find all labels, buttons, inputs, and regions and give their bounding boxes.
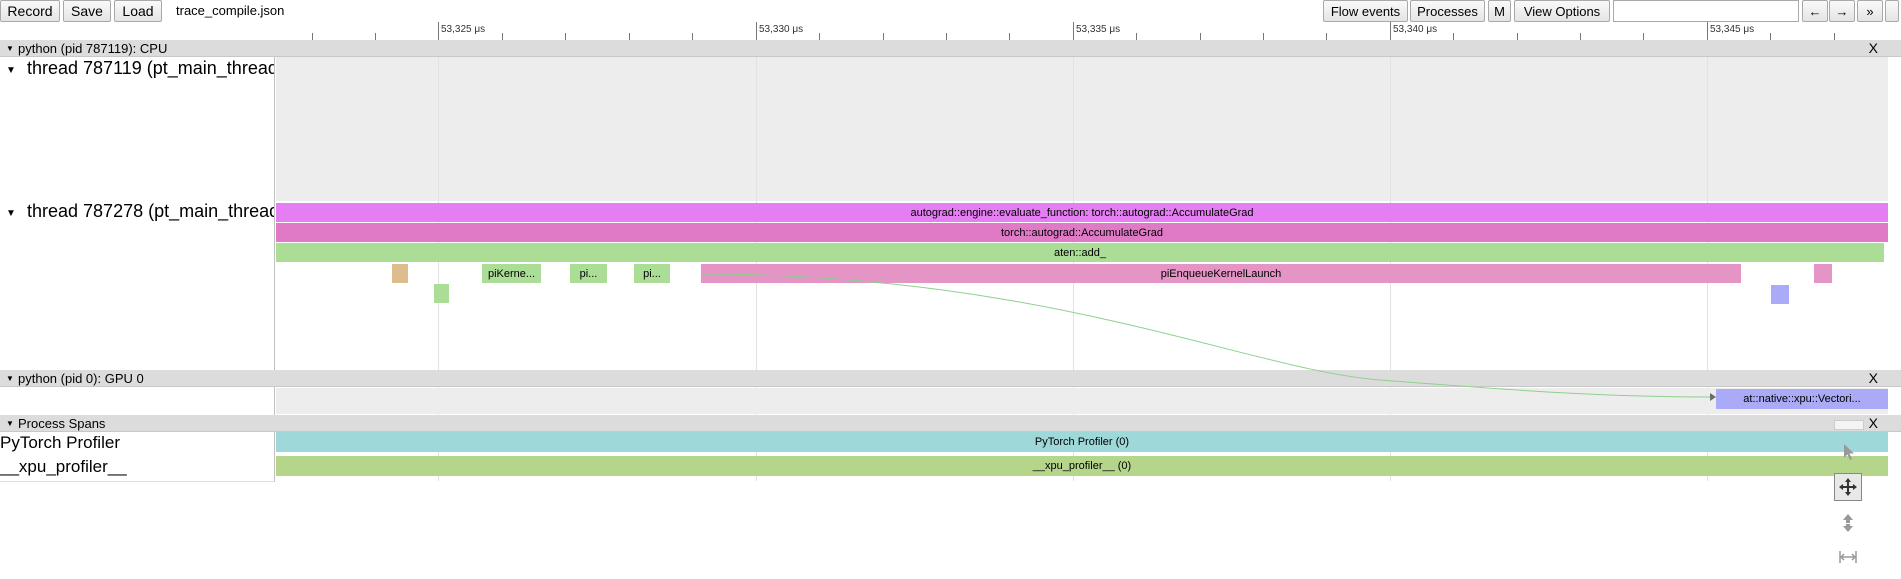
ruler-tick xyxy=(1073,22,1074,40)
ruler-tick xyxy=(1136,33,1137,40)
ruler-label: 53,340 μs xyxy=(1393,24,1438,35)
slice-evaluate-function[interactable]: autograd::engine::evaluate_function: tor… xyxy=(276,203,1888,222)
process-label: python (pid 787119): CPU xyxy=(18,41,168,56)
slice-accumulate-grad[interactable]: torch::autograd::AccumulateGrad xyxy=(276,223,1888,242)
search-input[interactable] xyxy=(1613,0,1799,22)
ruler-tick xyxy=(756,22,757,40)
slice-small[interactable] xyxy=(392,264,408,283)
selection-tool-button[interactable] xyxy=(1834,438,1862,466)
slice-pi[interactable]: pi... xyxy=(634,264,670,283)
process-header-gpu[interactable]: ▼ python (pid 0): GPU 0 X xyxy=(0,370,1901,387)
cpu-thread-labels: ▼ thread 787119 (pt_main_thread) ▼ threa… xyxy=(0,57,275,370)
slice-small[interactable] xyxy=(1814,264,1832,283)
ruler-tick xyxy=(692,33,693,40)
slice-gpu-kernel[interactable]: at::native::xpu::Vectori... xyxy=(1716,389,1888,409)
close-process-button[interactable]: X xyxy=(1868,40,1878,56)
ruler-tick xyxy=(1770,33,1771,40)
ruler-tick xyxy=(375,33,376,40)
view-options-button[interactable]: View Options xyxy=(1514,0,1610,22)
ruler-label: 53,330 μs xyxy=(759,24,804,35)
slice-aten-add[interactable]: aten::add_ xyxy=(276,243,1884,262)
ruler-tick xyxy=(1453,33,1454,40)
more-button[interactable]: » xyxy=(1857,0,1883,22)
ruler-tick xyxy=(438,22,439,40)
ruler-tick xyxy=(1009,33,1010,40)
process-label: python (pid 0): GPU 0 xyxy=(18,371,144,386)
span-labels: PyTorch Profiler __xpu_profiler__ xyxy=(0,432,275,482)
ruler-tick xyxy=(312,33,313,40)
move-icon xyxy=(1839,478,1857,496)
ruler-tick xyxy=(1326,33,1327,40)
ruler-label: 53,345 μs xyxy=(1710,24,1755,35)
collapse-triangle-icon[interactable]: ▼ xyxy=(6,44,14,53)
ruler-tick xyxy=(1834,33,1835,40)
ruler-tick xyxy=(1643,33,1644,40)
ruler-tick xyxy=(819,33,820,40)
slice-pikernel[interactable]: piKerne... xyxy=(482,264,541,283)
next-result-button[interactable]: → xyxy=(1829,0,1855,22)
zoom-arrows-icon xyxy=(1843,514,1853,532)
ruler-tick xyxy=(1263,33,1264,40)
zoom-tool-button[interactable] xyxy=(1834,509,1862,537)
slice-enqueue-kernel-launch[interactable]: piEnqueueKernelLaunch xyxy=(701,264,1741,283)
close-process-button[interactable]: X xyxy=(1868,370,1878,386)
span-pytorch-profiler[interactable]: PyTorch Profiler (0) xyxy=(276,432,1888,452)
ruler-tick xyxy=(565,33,566,40)
pointer-icon xyxy=(1844,444,1854,460)
span-label: __xpu_profiler__ xyxy=(0,457,127,476)
ruler-label: 53,325 μs xyxy=(441,24,486,35)
collapse-triangle-icon[interactable]: ▼ xyxy=(6,208,16,219)
process-header-cpu[interactable]: ▼ python (pid 787119): CPU X xyxy=(0,40,1901,57)
metadata-button[interactable]: M xyxy=(1488,0,1511,22)
timing-tool-button[interactable] xyxy=(1834,545,1862,569)
ruler-tick xyxy=(1580,33,1581,40)
slice-small[interactable] xyxy=(1771,285,1789,304)
process-label: Process Spans xyxy=(18,416,106,431)
processes-button[interactable]: Processes xyxy=(1410,0,1485,22)
slice-pi[interactable]: pi... xyxy=(570,264,607,283)
ruler-tick xyxy=(883,33,884,40)
load-button[interactable]: Load xyxy=(114,0,162,22)
ruler-tick xyxy=(629,33,630,40)
slice-small[interactable] xyxy=(434,284,449,303)
ruler-tick xyxy=(1517,33,1518,40)
ruler-tick xyxy=(1707,22,1708,40)
tool-palette-handle[interactable] xyxy=(1834,420,1864,430)
ruler-tick xyxy=(946,33,947,40)
gpu-thread-labels xyxy=(0,387,275,415)
gpu-track[interactable] xyxy=(276,388,1888,414)
ruler-label: 53,335 μs xyxy=(1076,24,1121,35)
ruler-tick xyxy=(1200,33,1201,40)
process-header-spans[interactable]: ▼ Process Spans X xyxy=(0,415,1901,432)
thread-label: thread 787278 (pt_main_thread) xyxy=(27,201,275,221)
close-process-button[interactable]: X xyxy=(1868,415,1878,431)
pan-tool-button[interactable] xyxy=(1834,473,1862,501)
record-button[interactable]: Record xyxy=(0,0,60,22)
thread-787119-track[interactable] xyxy=(276,57,1888,201)
thread-label: thread 787119 (pt_main_thread) xyxy=(27,58,275,78)
collapse-triangle-icon[interactable]: ▼ xyxy=(6,374,14,383)
span-label: PyTorch Profiler xyxy=(0,433,120,452)
collapse-triangle-icon[interactable]: ▼ xyxy=(6,419,14,428)
ruler-tick xyxy=(502,33,503,40)
trace-filename: trace_compile.json xyxy=(176,3,285,18)
span-xpu-profiler[interactable]: __xpu_profiler__ (0) xyxy=(276,456,1888,476)
scroll-stub-button[interactable] xyxy=(1885,0,1899,22)
collapse-triangle-icon[interactable]: ▼ xyxy=(6,65,16,76)
prev-result-button[interactable]: ← xyxy=(1802,0,1828,22)
save-button[interactable]: Save xyxy=(63,0,111,22)
grid-line xyxy=(438,57,439,481)
ruler-tick xyxy=(1390,22,1391,40)
timing-icon xyxy=(1839,551,1857,563)
flow-events-button[interactable]: Flow events xyxy=(1323,0,1408,22)
